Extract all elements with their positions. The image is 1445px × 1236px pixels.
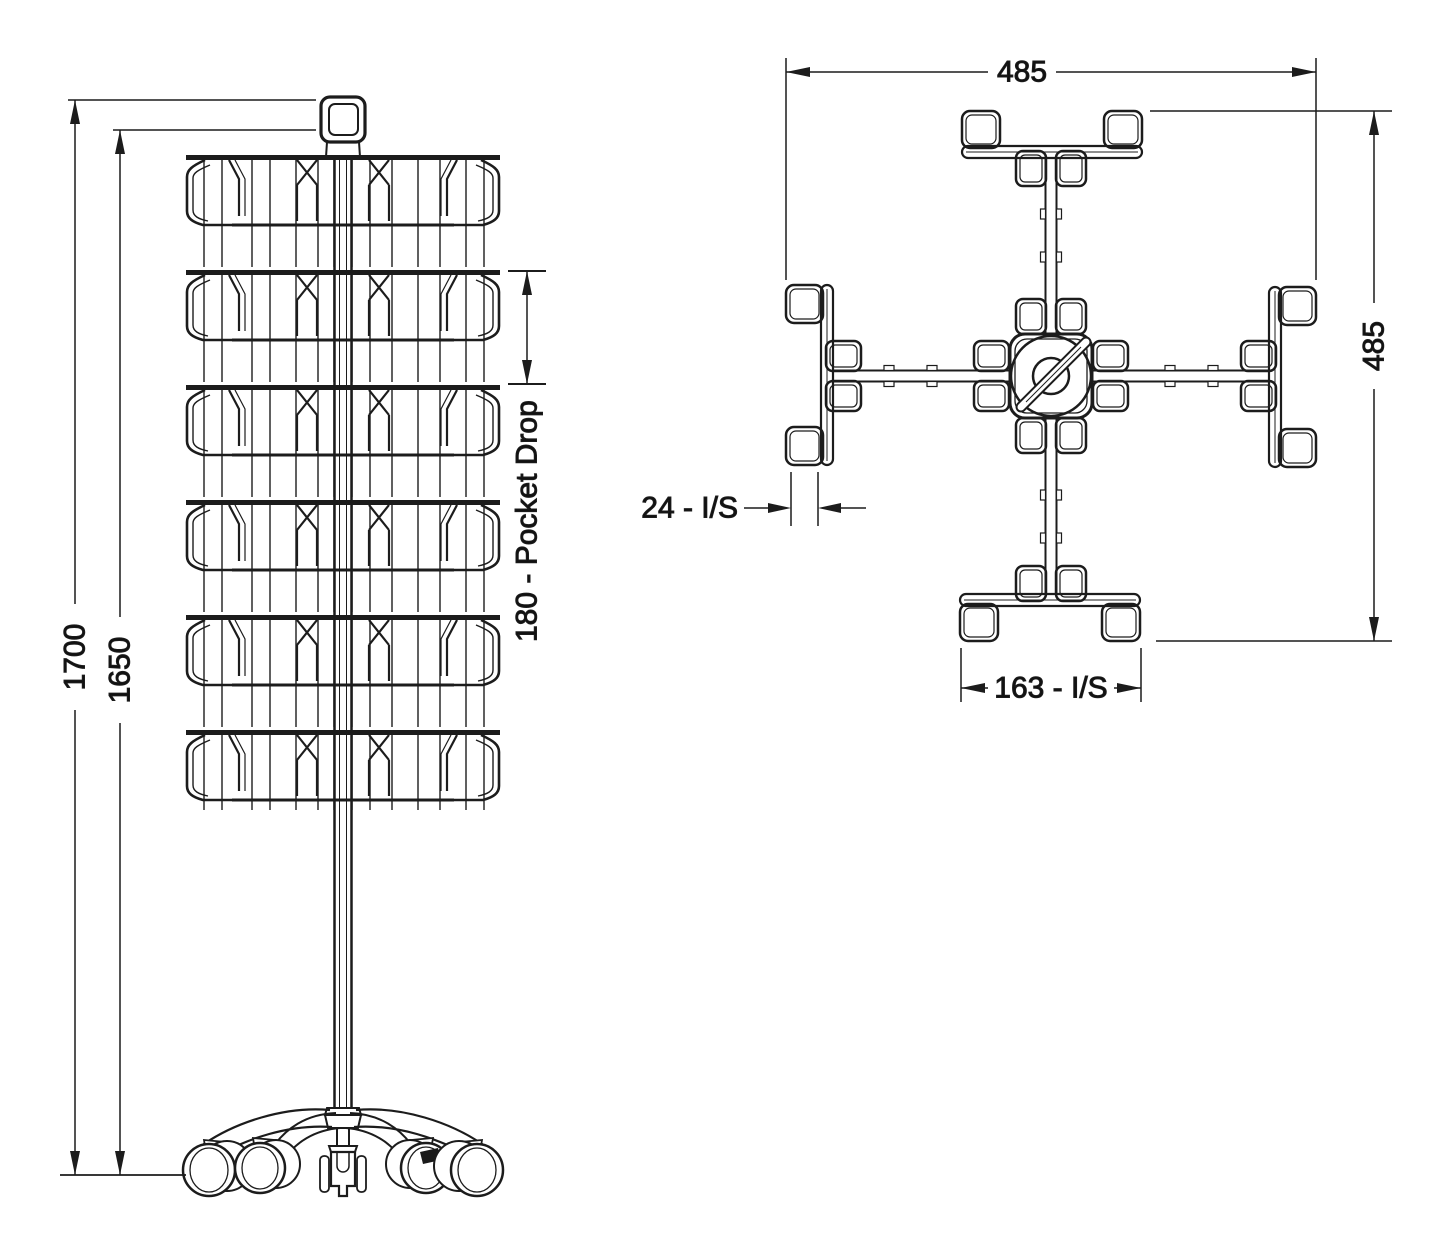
pocket-inside-width-label: 163 - I/S (994, 672, 1107, 705)
plan-view: 485 485 24 - I/S 163 - I/S (641, 55, 1392, 705)
dimension-pocket-drop: 180 - Pocket Drop (508, 270, 546, 643)
carousel-hub (1008, 332, 1094, 420)
top-knob (319, 95, 367, 158)
overall-height-label: 1700 (59, 624, 92, 691)
dimension-plan-depth: 485 (1150, 110, 1392, 642)
dimension-overall-height: 1700 (58, 99, 316, 1175)
dimension-plan-width: 485 (785, 55, 1317, 280)
pole-height-label: 1650 (104, 637, 137, 704)
castor-wheel-front (319, 1145, 367, 1198)
pocket-pitch-label: 24 - I/S (641, 492, 738, 525)
front-elevation-view: 1700 1650 180 - Pocket Drop (58, 95, 546, 1198)
castor-wheel (433, 1138, 505, 1198)
plan-width-label: 485 (997, 56, 1047, 89)
castor-wheel (233, 1136, 301, 1195)
wire-pocket-rows (183, 158, 503, 852)
dimension-pocket-pitch: 24 - I/S (641, 472, 866, 526)
hub-handle (1015, 336, 1092, 413)
dimension-pocket-inside-width: 163 - I/S (960, 648, 1142, 705)
dimension-pole-height: 1650 (103, 129, 316, 1175)
pocket-drop-label: 180 - Pocket Drop (511, 400, 544, 642)
centre-pole (326, 156, 360, 1108)
castor-base (181, 1107, 505, 1198)
plan-depth-label: 485 (1358, 321, 1391, 371)
